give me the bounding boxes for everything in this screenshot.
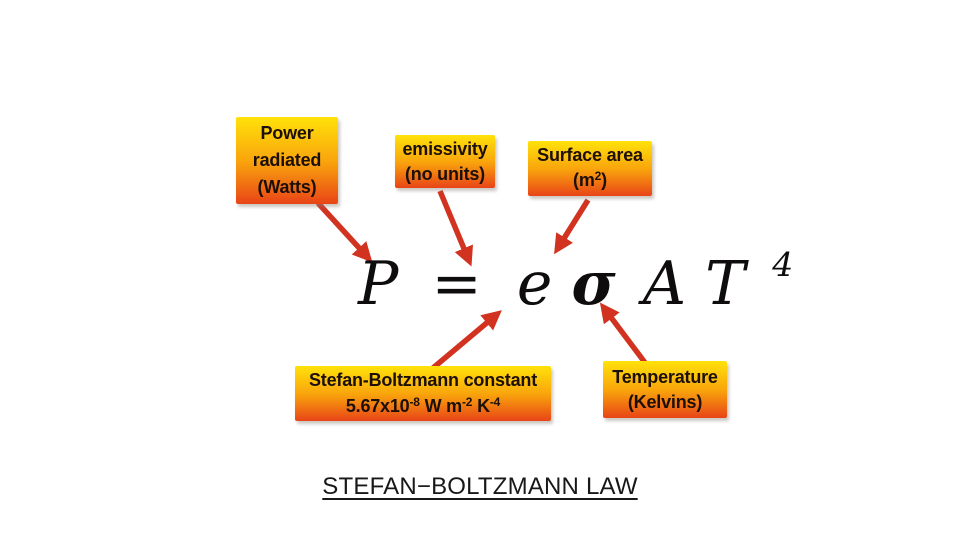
label-box-emissivity: emissivity (no units) [395, 135, 495, 188]
surface-line2: (m2) [528, 168, 652, 195]
arrow-temperature-to-T [599, 302, 649, 366]
symbol-sigma: σ [571, 249, 616, 319]
arrow-constant-to-sigma [431, 310, 502, 371]
constant-exp3: -4 [489, 394, 501, 409]
power-line1: Power [260, 123, 314, 143]
stefan-boltzmann-equation: P = e σ A T 4 [358, 248, 793, 314]
temperature-line1: Temperature [612, 366, 718, 387]
temperature-line2: (Kelvins) [627, 391, 703, 412]
surface-m: (m [573, 169, 595, 190]
label-box-stefan-boltzmann-constant: Stefan-Boltzmann constant 5.67x10-8 W m-… [295, 366, 551, 421]
label-box-power-radiated: Power radiated (Watts) [236, 117, 338, 204]
slide-title: STEFAN−BOLTZMANN LAW [322, 473, 638, 500]
surface-exponent: 2 [594, 168, 602, 183]
constant-line1: Stefan-Boltzmann constant [308, 369, 537, 390]
label-box-temperature: Temperature (Kelvins) [603, 361, 727, 418]
symbol-area: A [642, 249, 687, 319]
arrow-power-to-P [315, 201, 373, 263]
surface-paren: ) [601, 169, 607, 190]
symbol-power: P [358, 249, 399, 319]
arrow-emissivity-to-e [437, 189, 473, 267]
power-line3: (Watts) [257, 177, 317, 197]
label-box-surface-area: Surface area (m2) [528, 141, 652, 196]
constant-value: 5.67x10-8 W m-2 K-4 [295, 393, 551, 421]
symbol-exponent-4: 4 [772, 245, 794, 284]
emissivity-line2: (no units) [405, 163, 485, 184]
power-line2: radiated [252, 150, 322, 170]
symbol-equals: = [431, 249, 482, 319]
surface-line1: Surface area [537, 144, 643, 165]
constant-exp1: -8 [409, 394, 420, 409]
constant-unit-w: W m [419, 395, 463, 416]
arrow-surface-to-A [554, 198, 591, 255]
emissivity-line1: emissivity [402, 138, 488, 159]
constant-unit-k: K [472, 395, 490, 416]
symbol-temperature: T [705, 249, 746, 319]
constant-exp2: -2 [461, 394, 473, 409]
constant-mantissa: 5.67x10 [345, 395, 410, 416]
symbol-emissivity: e [516, 249, 553, 319]
